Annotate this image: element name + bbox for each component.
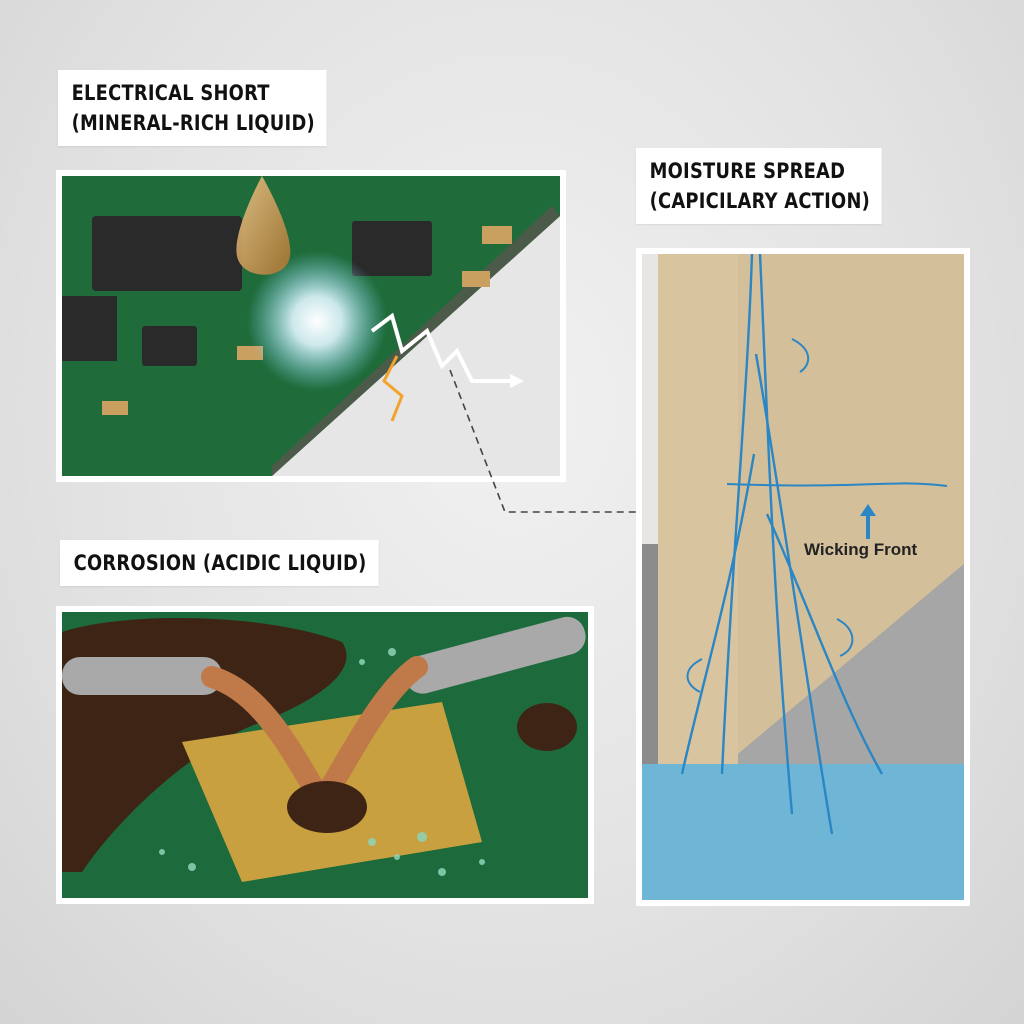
electrical-short-title-line1: ELECTRICAL SHORT bbox=[71, 81, 270, 105]
wicking-front-annotation: Wicking Front bbox=[804, 540, 918, 559]
moisture-spread-title-line1: MOISTURE SPREAD bbox=[649, 159, 846, 183]
electrical-short-label: ELECTRICAL SHORT (MINERAL-RICH LIQUID) bbox=[58, 70, 327, 146]
moisture-spread-title-line2: (CAPICILARY ACTION) bbox=[649, 189, 871, 213]
capillary-action-illustration bbox=[642, 254, 964, 900]
electrical-short-panel bbox=[56, 170, 566, 482]
corrosion-title: CORROSION (ACIDIC LIQUID) bbox=[73, 551, 367, 575]
corrosion-illustration bbox=[62, 612, 588, 898]
pcb-short-illustration bbox=[62, 176, 560, 476]
corrosion-panel bbox=[56, 606, 594, 904]
moisture-spread-panel: Wicking Front bbox=[636, 248, 970, 906]
corrosion-label: CORROSION (ACIDIC LIQUID) bbox=[60, 540, 379, 586]
moisture-spread-label: MOISTURE SPREAD (CAPICILARY ACTION) bbox=[636, 148, 882, 224]
electrical-short-title-line2: (MINERAL-RICH LIQUID) bbox=[71, 111, 315, 135]
